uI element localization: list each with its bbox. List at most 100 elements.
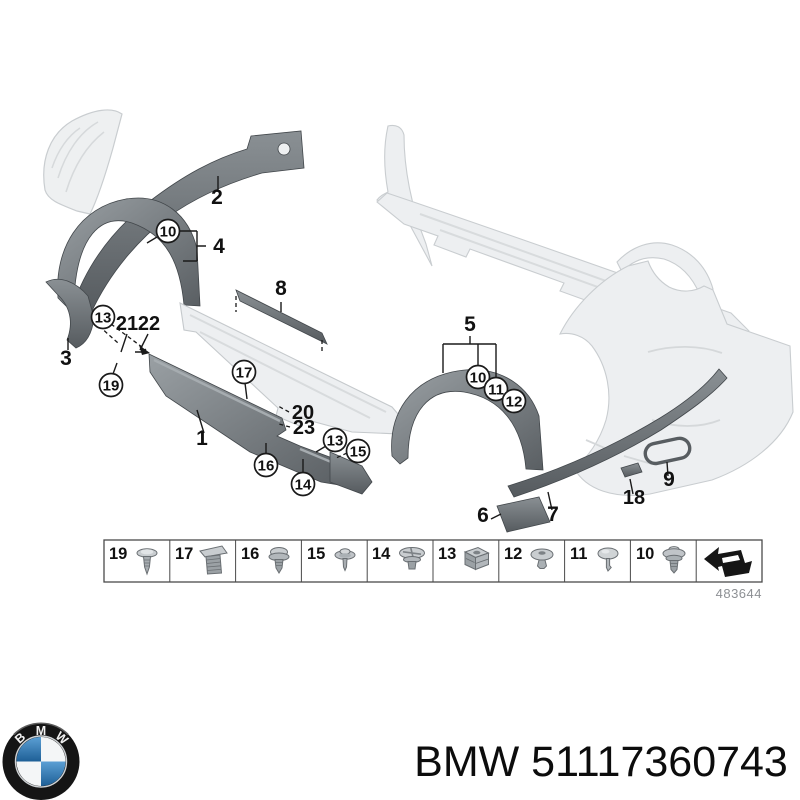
- b-pillar: [376, 124, 433, 267]
- callout-18: 18: [623, 487, 645, 509]
- phillips-screw-rivet-icon: [399, 547, 425, 570]
- callout-circle: [98, 372, 124, 398]
- legend-num-10: 10: [636, 545, 654, 563]
- leader-arrowhead: [139, 345, 150, 355]
- rear-bumper: [559, 260, 794, 496]
- logo-quadrant-white-bl: [16, 761, 41, 786]
- callout-circle: [155, 218, 181, 244]
- tow-eye-cover-part9: [643, 436, 692, 466]
- logo-quadrant-white-tr: [41, 737, 66, 762]
- callout-9: 9: [663, 468, 675, 491]
- callout-12: 12: [501, 388, 527, 414]
- legend-num-11: 11: [570, 545, 587, 563]
- callout-19: 19: [98, 372, 124, 398]
- legend-num-15: 15: [307, 545, 325, 563]
- callout-circle: [345, 438, 371, 464]
- expanding-rivet-icon: [268, 547, 290, 574]
- grommet-rivet-icon: [662, 546, 686, 574]
- callout-13-right-label: 13: [327, 433, 344, 450]
- callout-15: 15: [345, 438, 371, 464]
- legend-num-13: 13: [438, 545, 456, 563]
- callout-14-label: 14: [295, 477, 312, 494]
- logo-quadrant-blue-tl: [16, 737, 41, 762]
- front-arch-trim-part2: [71, 130, 305, 314]
- logo-inner-rim: [14, 735, 68, 788]
- front-corner-trim-part3: [45, 278, 95, 349]
- callout-12-label: 12: [506, 394, 523, 411]
- callout-21: 21: [116, 313, 138, 335]
- callout-circle: [465, 364, 491, 390]
- drawing-code: 483644: [716, 586, 762, 601]
- bmw-logo: B M W: [2, 722, 80, 800]
- part2-mount-hole: [277, 142, 291, 156]
- callout-7: 7: [547, 503, 559, 526]
- callout-circle: [290, 471, 316, 497]
- callout-17-label: 17: [236, 365, 253, 382]
- expansion-plug-icon: [199, 545, 228, 575]
- side-skirt-end-clips: [329, 451, 373, 495]
- callout-2: 2: [211, 186, 223, 209]
- rear-quarter-arch: [616, 242, 714, 296]
- callout-17: 17: [231, 359, 257, 385]
- bumper-corner-flap-part6: [496, 496, 551, 533]
- callout-circle: [501, 388, 527, 414]
- logo-quadrant-blue-br: [41, 761, 66, 786]
- callout-6: 6: [477, 504, 489, 527]
- rear-bumper-lower-trim-part7: [507, 368, 728, 498]
- rear-wheel-arch-trim-part5: [391, 369, 544, 471]
- part-number: BMW 51117360743: [414, 738, 788, 786]
- logo-ring-highlight: [13, 722, 69, 736]
- callout-circle: [253, 452, 279, 478]
- callout-circle: [483, 376, 509, 402]
- rear-section-art: [376, 124, 794, 533]
- callout-19-label: 19: [103, 378, 120, 395]
- leader-lines-solid: [67, 176, 669, 520]
- legend-num-16: 16: [241, 545, 259, 563]
- callout-13-left-label: 13: [95, 310, 112, 327]
- callout-11: 11: [483, 376, 509, 402]
- dome-clip-icon: [597, 547, 619, 572]
- callout-16: 16: [253, 452, 279, 478]
- door-sill-strip-part8: [235, 289, 328, 345]
- legend-num-17: 17: [175, 545, 193, 563]
- direction-arrow-icon: [704, 547, 752, 577]
- logo-letter-m: M: [36, 724, 46, 738]
- callout-4: 4: [213, 235, 225, 258]
- callout-23: 23: [293, 417, 315, 439]
- callout-circle: [322, 427, 348, 453]
- legend-num-19: 19: [109, 545, 127, 563]
- front-bumper-texture: [51, 121, 105, 193]
- callout-13-right: 13: [322, 427, 348, 453]
- callout-circle: [90, 304, 116, 330]
- callout-1: 1: [196, 427, 208, 450]
- callout-13-left: 13: [90, 304, 116, 330]
- callout-10-rear-label: 10: [470, 370, 487, 387]
- fastener-legend: 19 17 16 15 14: [103, 539, 763, 601]
- callout-10-front: 10: [155, 218, 181, 244]
- mushroom-clip-icon: [530, 548, 554, 569]
- rear-bumper-details: [585, 346, 723, 465]
- legend-num-14: 14: [372, 545, 391, 563]
- callout-10-rear: 10: [465, 364, 491, 390]
- clamp-nut-icon: [463, 546, 490, 571]
- legend-cell-borders: [169, 540, 697, 582]
- callout-8: 8: [275, 277, 287, 300]
- callout-10-front-label: 10: [160, 224, 177, 241]
- callout-20: 20: [292, 402, 314, 424]
- sealing-rivet-icon: [334, 548, 356, 572]
- clip-part18: [620, 462, 643, 478]
- front-bumper: [43, 109, 123, 215]
- callouts: 2 10 4 8 3 13 21 22 19 1 17 20 23 16: [60, 186, 675, 527]
- callout-15-label: 15: [350, 444, 367, 461]
- callout-22: 22: [138, 313, 160, 335]
- leader-lines-dashed: [98, 296, 348, 459]
- callout-3: 3: [60, 347, 72, 370]
- push-rivet-icon: [136, 548, 158, 576]
- callout-14: 14: [290, 471, 316, 497]
- legend-num-12: 12: [504, 545, 522, 563]
- sill-garnish-shading: [189, 314, 387, 419]
- callout-5: 5: [464, 313, 476, 336]
- callout-16-label: 16: [258, 458, 275, 475]
